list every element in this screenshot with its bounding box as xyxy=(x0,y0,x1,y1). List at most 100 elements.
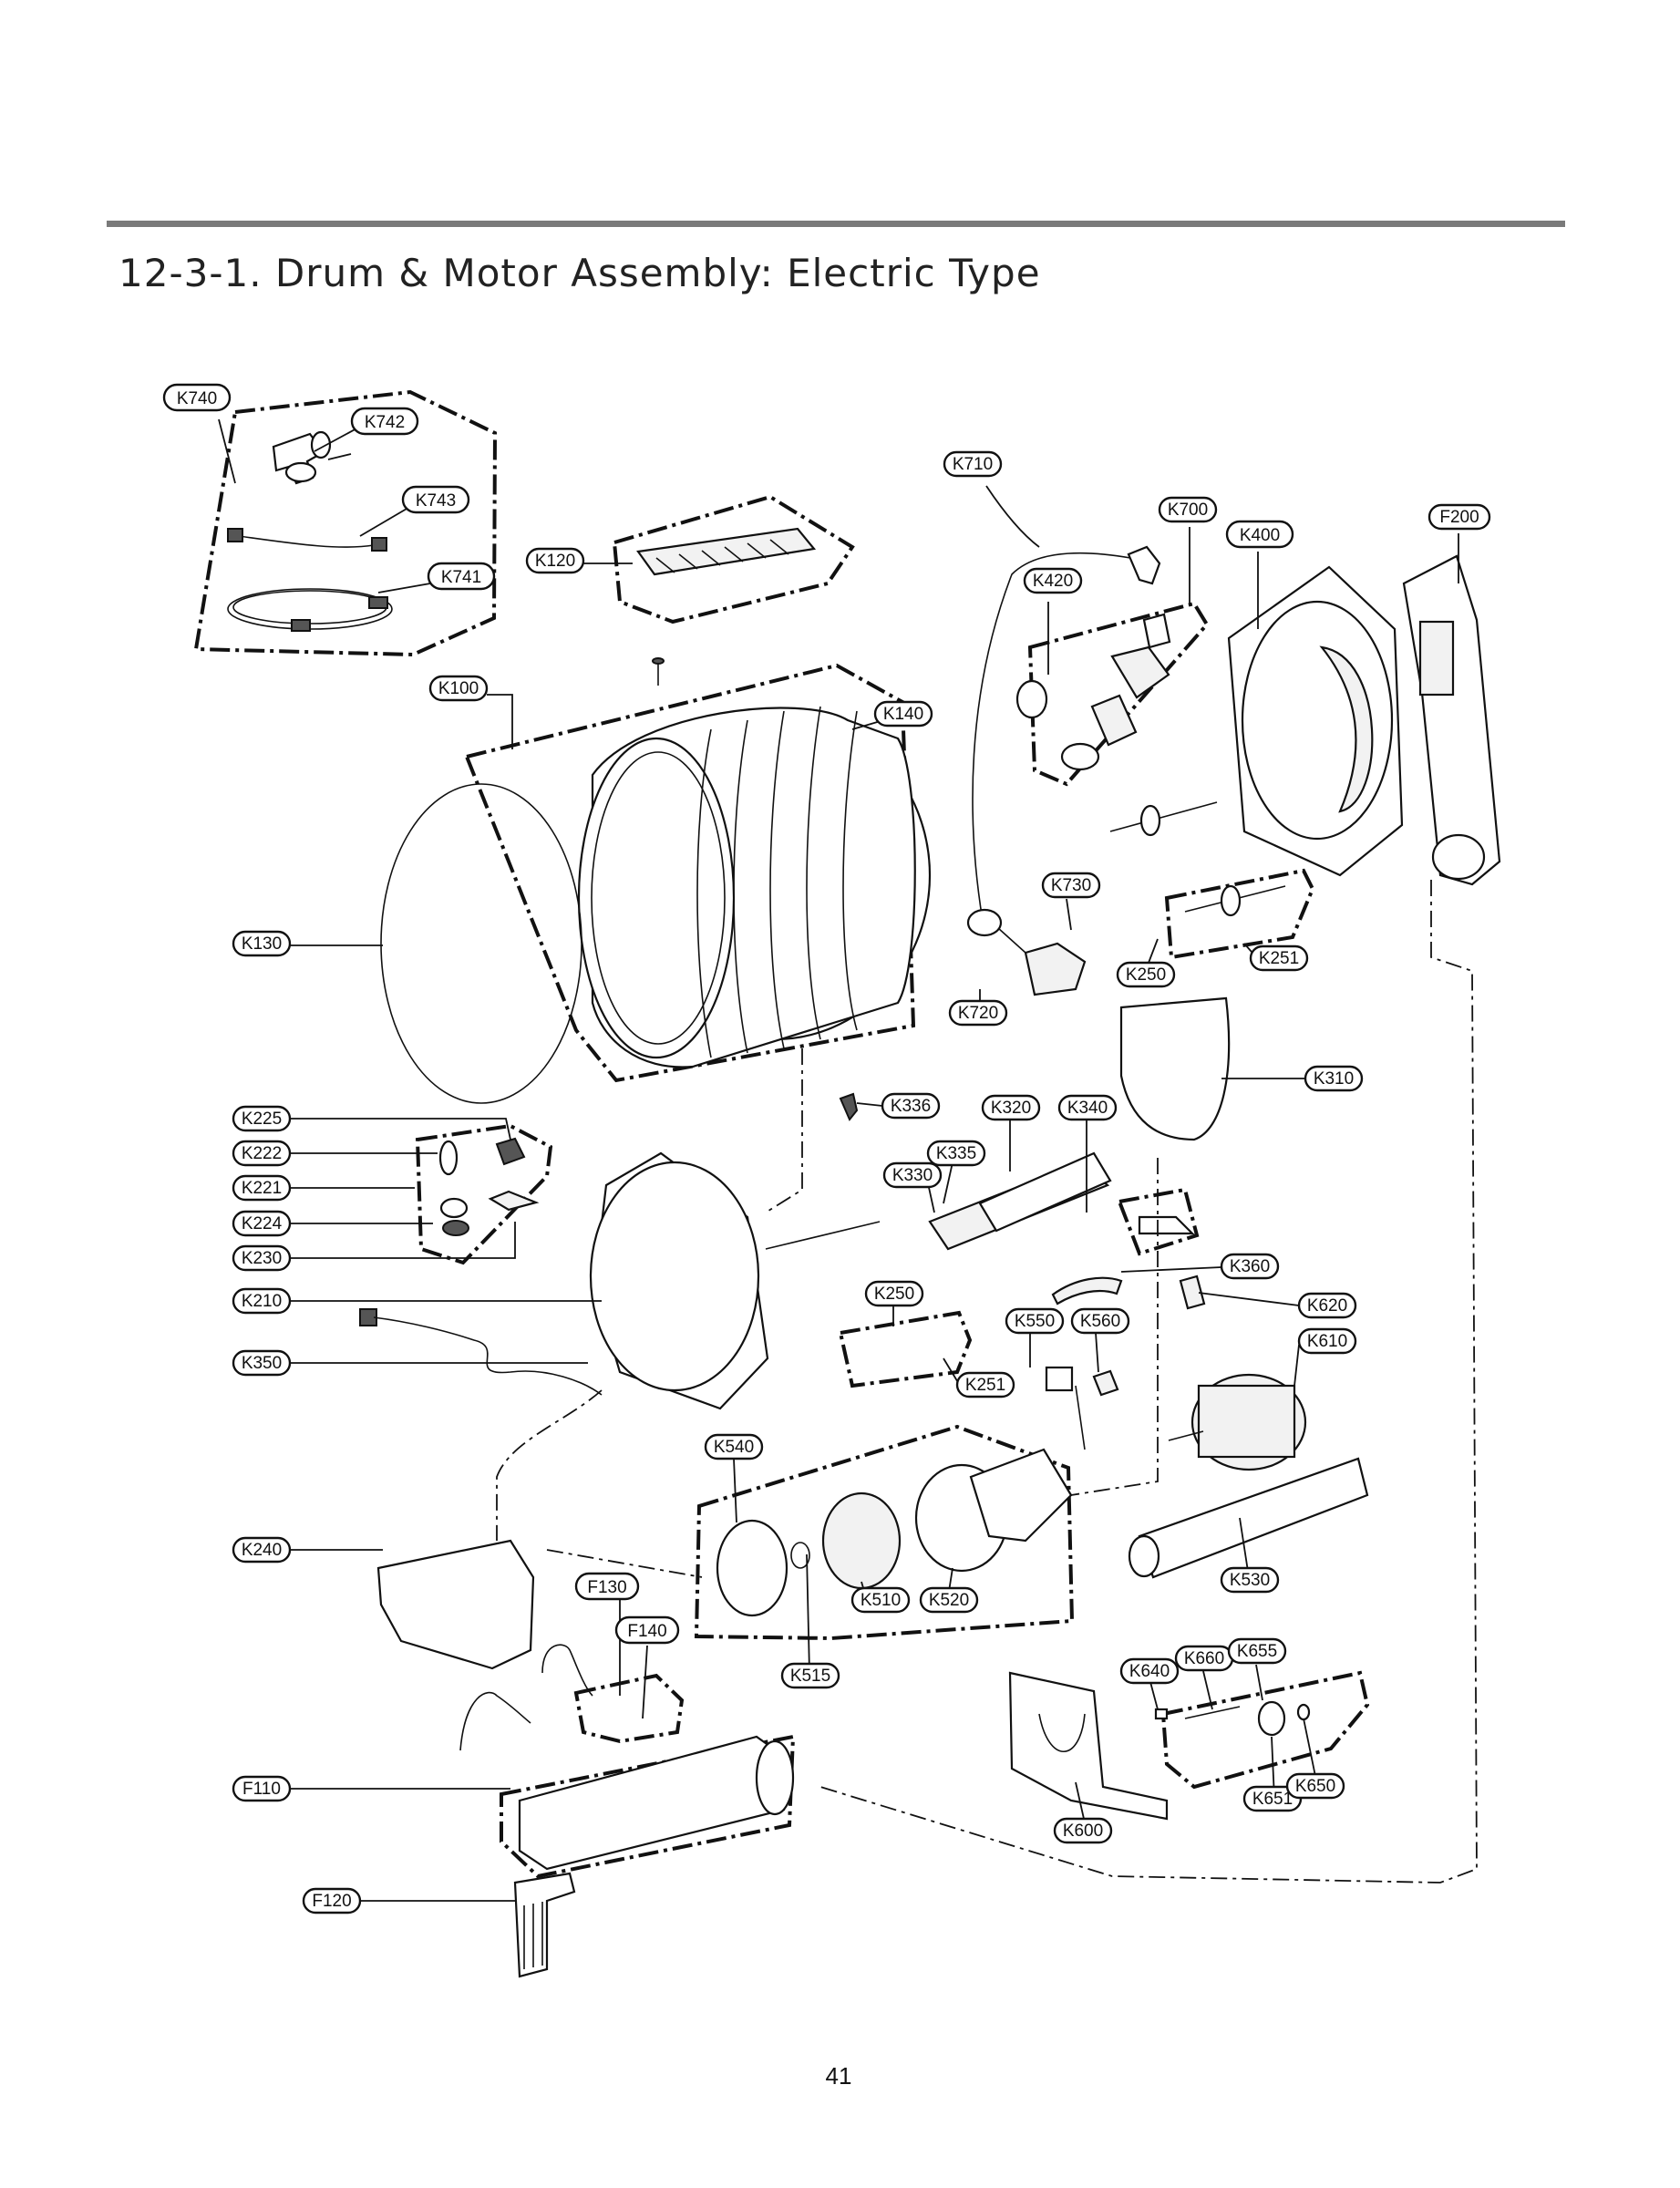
svg-text:K741: K741 xyxy=(441,568,481,587)
label-K310: K310 xyxy=(1304,1065,1364,1092)
svg-text:K221: K221 xyxy=(242,1179,282,1198)
label-F200: F200 xyxy=(1427,503,1491,531)
label-K335: K335 xyxy=(926,1140,986,1167)
svg-text:K140: K140 xyxy=(883,705,923,724)
svg-text:K650: K650 xyxy=(1295,1777,1335,1796)
svg-text:F200: F200 xyxy=(1439,508,1479,527)
svg-text:K640: K640 xyxy=(1129,1662,1170,1681)
label-K250-lower: K250 xyxy=(864,1280,924,1307)
svg-text:K540: K540 xyxy=(714,1438,754,1457)
rear-bulkhead-part xyxy=(1227,565,1404,877)
label-F110: F110 xyxy=(232,1775,292,1802)
svg-text:K222: K222 xyxy=(242,1144,282,1163)
motor-bracket-part xyxy=(1008,1671,1169,1821)
label-K400: K400 xyxy=(1225,520,1294,549)
nozzle-ring-part xyxy=(1015,679,1048,719)
svg-text:K730: K730 xyxy=(1051,876,1091,895)
rear-roller-group xyxy=(1164,868,1315,960)
drum-part xyxy=(577,706,932,1068)
label-K510: K510 xyxy=(850,1586,911,1614)
callout-labels: K740 K742 K743 K741 K120 K100 K140 K130 … xyxy=(162,383,1491,1914)
exhaust-duct-part xyxy=(1128,1457,1369,1579)
svg-text:K742: K742 xyxy=(365,413,405,432)
short-hose-part xyxy=(227,528,387,552)
header-rule xyxy=(107,221,1565,227)
motor-parts xyxy=(1168,1275,1307,1471)
label-K330: K330 xyxy=(882,1161,943,1189)
svg-text:K250: K250 xyxy=(874,1285,914,1304)
motor-bracket-group xyxy=(1160,1670,1370,1790)
svg-text:K100: K100 xyxy=(438,679,479,698)
label-K730: K730 xyxy=(1041,872,1101,899)
front-duct-part xyxy=(376,1539,535,1670)
parts-artwork xyxy=(227,430,1501,1978)
label-K640: K640 xyxy=(1119,1657,1180,1685)
svg-text:K420: K420 xyxy=(1033,572,1073,591)
page-number: 41 xyxy=(825,2062,852,2090)
label-K741: K741 xyxy=(427,562,496,591)
page-title: 12-3-1. Drum & Motor Assembly: Electric … xyxy=(119,251,1041,295)
svg-text:K336: K336 xyxy=(891,1097,931,1116)
assembly-groups xyxy=(193,389,1370,1879)
label-K655: K655 xyxy=(1227,1637,1287,1665)
inlet-hose-kit-group xyxy=(193,389,498,657)
svg-text:K550: K550 xyxy=(1015,1312,1055,1331)
wire-harness-part xyxy=(359,1308,603,1396)
svg-text:K250: K250 xyxy=(1126,965,1166,985)
label-K130: K130 xyxy=(232,930,292,957)
label-K224: K224 xyxy=(232,1210,292,1237)
label-K225: K225 xyxy=(232,1105,292,1132)
svg-text:K210: K210 xyxy=(242,1292,282,1311)
label-K251-upper: K251 xyxy=(1249,944,1309,972)
svg-text:K230: K230 xyxy=(242,1249,282,1268)
sensor-parts xyxy=(1045,1366,1119,1450)
steam-hose-part xyxy=(972,552,1131,922)
front-shaft-part xyxy=(765,1221,881,1250)
svg-text:K710: K710 xyxy=(953,455,993,474)
label-K360: K360 xyxy=(1220,1253,1280,1280)
idler-parts xyxy=(1154,1700,1311,1737)
svg-text:K240: K240 xyxy=(242,1541,282,1560)
label-K540: K540 xyxy=(704,1433,764,1460)
label-K350: K350 xyxy=(232,1349,292,1377)
svg-text:K600: K600 xyxy=(1063,1822,1103,1841)
drum-front-seal-part xyxy=(380,783,582,1104)
valve-group xyxy=(1027,601,1210,787)
svg-text:K610: K610 xyxy=(1307,1332,1347,1351)
label-F120: F120 xyxy=(302,1887,362,1914)
svg-text:K400: K400 xyxy=(1240,526,1280,545)
svg-text:F140: F140 xyxy=(627,1622,666,1641)
label-K420: K420 xyxy=(1023,567,1083,594)
svg-text:K620: K620 xyxy=(1307,1296,1347,1316)
rear-roller-shaft-part xyxy=(1109,801,1286,917)
label-K743: K743 xyxy=(401,485,470,514)
svg-text:K520: K520 xyxy=(929,1591,969,1610)
label-K320: K320 xyxy=(981,1094,1041,1121)
label-K340: K340 xyxy=(1057,1094,1118,1121)
svg-text:K740: K740 xyxy=(177,389,217,408)
svg-text:K360: K360 xyxy=(1230,1257,1270,1276)
label-K336: K336 xyxy=(881,1092,941,1120)
filter-housing-parts xyxy=(928,1151,1195,1251)
svg-text:K560: K560 xyxy=(1080,1312,1120,1331)
label-K530: K530 xyxy=(1220,1566,1280,1594)
label-K710: K710 xyxy=(943,450,1003,478)
label-K221: K221 xyxy=(232,1174,292,1202)
steam-valve-body-part xyxy=(966,908,1087,996)
svg-text:K655: K655 xyxy=(1237,1642,1277,1661)
label-K250-upper: K250 xyxy=(1116,961,1176,988)
front-roller-group xyxy=(838,1310,973,1388)
label-K600: K600 xyxy=(1053,1817,1113,1844)
label-K222: K222 xyxy=(232,1140,292,1167)
blower-group xyxy=(694,1424,1075,1641)
drum-screw-part xyxy=(652,657,665,686)
svg-text:F130: F130 xyxy=(587,1578,626,1597)
heater-duct-part xyxy=(518,1735,795,1871)
label-K140: K140 xyxy=(873,700,933,728)
label-K515: K515 xyxy=(780,1662,840,1689)
label-K210: K210 xyxy=(232,1287,292,1315)
label-K742: K742 xyxy=(350,407,419,436)
svg-text:K743: K743 xyxy=(416,491,456,511)
lamp-parts xyxy=(438,1137,540,1236)
steam-valve-parts xyxy=(1060,613,1171,771)
